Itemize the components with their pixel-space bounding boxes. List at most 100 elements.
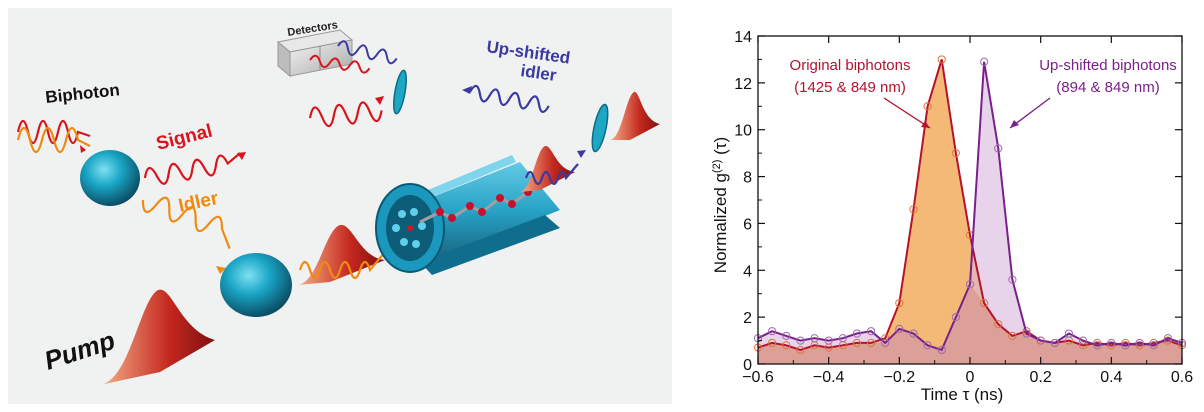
y-tick-label: 8 [743,170,752,187]
data-point [1093,338,1102,348]
data-point [768,327,777,336]
pump-pulse [100,289,215,385]
data-point [1107,338,1116,348]
data-point [923,341,932,350]
data-point [782,341,791,350]
data-point [951,313,960,322]
idler-wave-combined [298,245,391,280]
biphoton-arrow-icon [80,145,86,153]
y-tick-label: 10 [734,123,752,140]
data-point [980,57,989,66]
upshifted-idler-wave [469,84,550,114]
data-point [909,329,918,338]
idler-arrow-icon [216,266,226,274]
signal-wave [143,152,241,185]
y-tick-label: 2 [743,310,752,327]
series-line-0 [757,59,1183,351]
frequency-conversion-diagram: Biphoton Signal Idler Pump [8,8,672,404]
photonic-crystal-fiber [375,155,560,275]
legend-original-name: Original biphotons [790,57,911,74]
data-point [881,338,890,348]
data-point [895,298,904,308]
label-upshifted-line2: idler [519,61,558,85]
x-tick-label: −0.4 [813,369,845,386]
y-axis-label: Normalized g(2) (τ) [711,137,730,273]
data-point [1135,341,1144,350]
diagram-background [8,8,672,404]
data-point [923,102,932,111]
x-tick-label: 0.2 [1030,369,1052,386]
legend-original-pointer [883,97,931,129]
g2-chart: −0.6 −0.4 −0.2 0 0.2 0.4 0.6 0 2 4 6 8 10 12 14 Time τ… [711,29,1193,404]
x-tick-label: 0.4 [1100,369,1122,386]
y-tick-label: 0 [743,357,752,374]
data-point [937,55,946,64]
detectors [276,29,354,78]
legend-upshifted-pointer-arrow-icon [1010,120,1019,128]
data-point [965,280,975,289]
data-point [1050,338,1059,348]
data-point [994,320,1003,329]
y-tick-label: 4 [743,263,752,280]
detector-upshifted-wave [337,40,398,65]
beam-splitter-2 [220,253,292,317]
data-point [866,327,876,336]
data-point [909,205,918,214]
data-point [951,149,960,158]
data-point [852,338,862,348]
x-tick-label: 0 [966,369,975,386]
legend-original-detail: (1425 & 849 nm) [794,79,906,96]
legend-upshifted-name: Up-shifted biphotons [1039,57,1177,74]
detector-signal-wave [309,54,371,74]
x-tick-label: 0.6 [1171,369,1193,386]
axes: −0.6 −0.4 −0.2 0 0.2 0.4 0.6 0 2 4 6 8 10 12 14 [734,29,1193,386]
signal-to-detector-arrow-icon [375,96,384,105]
series-line-1 [757,61,1183,352]
data-point [1107,341,1116,350]
plot-area [753,55,1187,365]
data-point [1163,334,1172,343]
y-tick-label: 6 [743,216,752,233]
legend-original-pointer-arrow-icon [921,121,930,128]
data-point [796,345,805,355]
pump-pulse-dump [610,91,660,140]
x-tick-label: −0.2 [884,369,916,386]
x-tick-label: −0.6 [742,369,774,386]
data-point [824,336,833,345]
y-tick-label: 14 [734,29,752,46]
data-point [1022,329,1031,338]
data-point [866,338,876,348]
idler-wave [141,196,231,249]
data-point [810,334,819,343]
data-point [838,334,847,343]
data-point [1022,327,1031,336]
signal-to-detector-wave [308,101,383,128]
data-point [1078,336,1088,345]
upshifted-arrow-icon [462,86,472,94]
data-point [1064,329,1074,338]
x-axis-label: Time τ (ns) [921,385,1004,404]
data-point [1036,336,1045,345]
data-point [782,331,791,340]
data-point [768,338,777,348]
beam-splitter-1 [80,150,140,206]
series-overlap-fill [758,284,1182,364]
filter-disk-right [591,103,609,153]
data-point [1078,341,1088,350]
data-point [796,336,805,345]
data-point [1008,275,1017,284]
signal-arrow-icon [237,152,246,160]
data-point [1121,341,1130,350]
data-point [994,144,1003,153]
data-point [980,298,989,308]
y-tick-label: 12 [734,76,752,93]
data-point [895,324,904,333]
data-point [1135,338,1144,348]
data-point [1121,338,1130,348]
data-point [852,329,862,338]
biphoton-wave-idler [16,126,91,154]
data-point [1149,341,1158,350]
upshifted-idler-wave-output [524,163,579,186]
data-point [1008,331,1017,340]
data-point [1093,341,1102,350]
